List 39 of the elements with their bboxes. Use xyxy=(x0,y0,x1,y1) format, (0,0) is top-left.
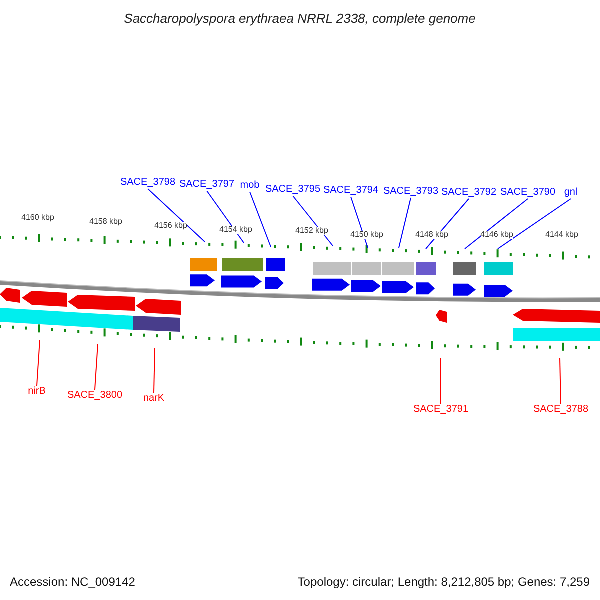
scale-label: 4156 kbp xyxy=(154,222,188,230)
scale-label: 4150 kbp xyxy=(350,231,384,239)
scale-label: 4158 kbp xyxy=(90,218,122,226)
leader-line xyxy=(94,344,98,390)
leader-line xyxy=(154,348,156,394)
gene-label: SACE_3797 xyxy=(179,180,235,190)
title: Saccharopolyspora erythraea NRRL 2338, complete genome xyxy=(124,12,476,25)
leader-line xyxy=(426,198,470,250)
gene-label: SACE_3788 xyxy=(533,405,589,415)
scale-label: 4160 kbp xyxy=(22,214,54,222)
leader-line xyxy=(148,188,206,242)
scale-label: 4152 kbp xyxy=(296,227,328,235)
gene-label: SACE_3800 xyxy=(67,391,123,401)
leader-line xyxy=(440,358,442,404)
gene-label: SACE_3798 xyxy=(120,178,176,188)
leader-line xyxy=(350,196,368,248)
footer-text: Topology: circular; Length: 8,212,805 bp; Genes: 7,259 xyxy=(298,576,590,588)
leader-line xyxy=(36,340,40,386)
gene-label: gnl xyxy=(564,188,578,198)
gene-label: SACE_3792 xyxy=(441,188,497,198)
scale-label: 4146 kbp xyxy=(480,231,514,239)
scale-label: 4154 kbp xyxy=(220,226,252,234)
gene-label: SACE_3795 xyxy=(265,185,321,195)
leader-line xyxy=(464,198,528,250)
leader-line xyxy=(560,358,562,404)
gene-label: nirB xyxy=(28,387,46,397)
gene-label: narK xyxy=(143,394,165,404)
leader-line xyxy=(398,198,412,248)
leader-line xyxy=(498,198,572,250)
leader-line xyxy=(250,192,272,248)
gene-label: SACE_3790 xyxy=(500,188,556,198)
footer-text: Accession: NC_009142 xyxy=(10,576,136,588)
scale-label: 4148 kbp xyxy=(416,231,448,239)
leader-line xyxy=(206,190,244,244)
gene-label: SACE_3791 xyxy=(413,405,469,415)
scale-label: 4144 kbp xyxy=(546,231,578,239)
gene-label: mob xyxy=(240,181,260,191)
gene-label: SACE_3794 xyxy=(323,186,379,196)
gene-label: SACE_3793 xyxy=(383,187,439,197)
